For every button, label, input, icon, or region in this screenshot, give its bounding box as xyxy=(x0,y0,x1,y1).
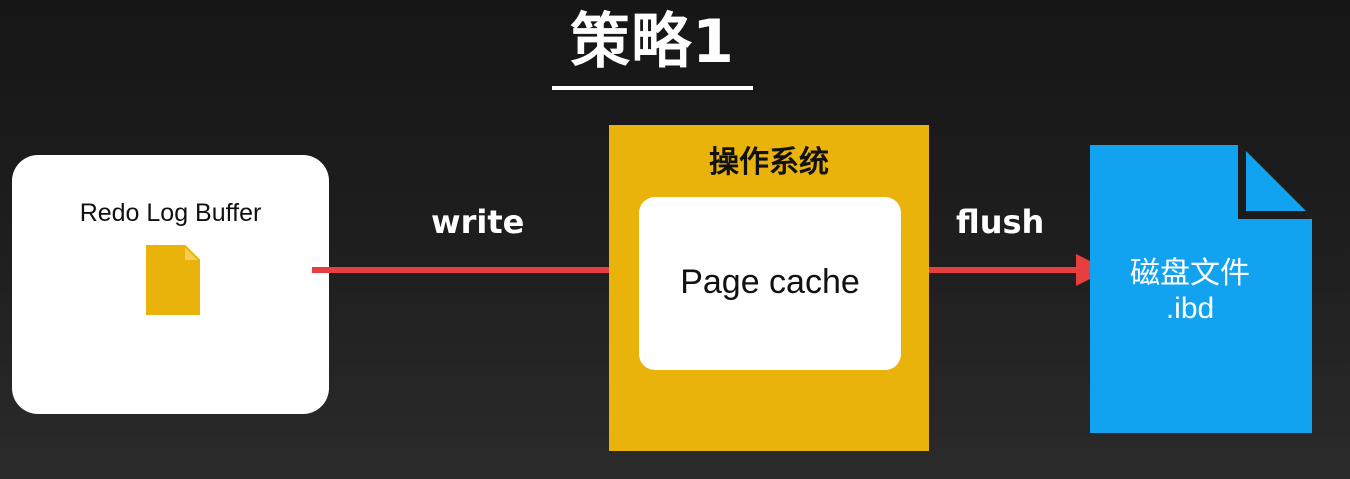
operating-system-label: 操作系统 xyxy=(709,145,829,180)
flush-label: flush xyxy=(956,203,1045,241)
diagram-title: 策略1 xyxy=(570,7,735,77)
write-arrow xyxy=(312,254,654,286)
disk-file-extension: .ibd xyxy=(1165,292,1215,325)
flush-arrow xyxy=(905,254,1108,286)
page-cache-box: Page cache xyxy=(639,197,901,370)
title-underline xyxy=(552,86,753,90)
disk-file-icon xyxy=(1090,145,1312,433)
redo-log-buffer-label: Redo Log Buffer xyxy=(79,199,262,227)
page-cache-label: Page cache xyxy=(680,263,860,301)
file-icon xyxy=(146,245,200,315)
disk-file-label: 磁盘文件 xyxy=(1130,256,1250,291)
operating-system-box: 操作系统 Page cache xyxy=(609,125,929,451)
redo-log-buffer-box: Redo Log Buffer xyxy=(12,155,329,414)
write-label: write xyxy=(431,203,525,241)
